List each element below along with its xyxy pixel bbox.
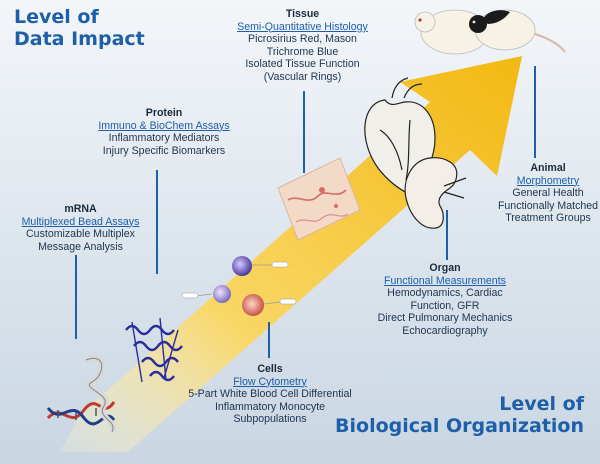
tissue-detail-line: Trichrome Blue bbox=[266, 45, 339, 58]
protein-connector-line bbox=[156, 170, 158, 274]
mrna-connector-line bbox=[75, 255, 77, 339]
data-impact-heading-line1: Level of bbox=[14, 6, 99, 28]
protein-link[interactable]: Immuno & BioChem Assays bbox=[98, 119, 230, 132]
cells-detail-line: 5-Part White Blood Cell Differential bbox=[188, 388, 352, 401]
cells-label-block: Cells Flow Cytometry 5-Part White Blood … bbox=[170, 363, 370, 426]
protein-label-block: Protein Immuno & BioChem Assays Inflamma… bbox=[78, 107, 250, 157]
animal-detail-line: General Health bbox=[512, 187, 584, 200]
cells-title: Cells bbox=[257, 363, 283, 375]
protein-detail-line: Injury Specific Biomarkers bbox=[102, 144, 226, 157]
animal-title: Animal bbox=[530, 162, 566, 174]
tissue-detail-line: Picrosirius Red, Mason bbox=[248, 33, 357, 46]
tissue-label-block: Tissue Semi-Quantitative Histology Picro… bbox=[215, 8, 390, 84]
cells-link[interactable]: Flow Cytometry bbox=[233, 375, 307, 388]
bio-org-heading-line2: Biological Organization bbox=[335, 415, 584, 438]
biological-organization-heading: Level of Biological Organization bbox=[335, 393, 584, 438]
organ-link[interactable]: Functional Measurements bbox=[384, 274, 506, 287]
mrna-label-block: mRNA Multiplexed Bead Assays Customizabl… bbox=[8, 203, 153, 253]
ribbon-helix-illustration bbox=[84, 355, 116, 434]
mrna-title: mRNA bbox=[64, 203, 97, 215]
cells-connector-line bbox=[268, 322, 270, 358]
kidney-illustration bbox=[404, 157, 467, 229]
mrna-detail-line: Customizable Multiplex bbox=[26, 228, 135, 241]
animal-connector-line bbox=[534, 66, 536, 158]
protein-structure-illustration bbox=[125, 317, 183, 383]
protein-title: Protein bbox=[145, 107, 183, 119]
organ-title: Organ bbox=[429, 262, 461, 274]
protein-detail-line: Inflammatory Mediators bbox=[108, 132, 220, 145]
tissue-link[interactable]: Semi-Quantitative Histology bbox=[237, 20, 368, 33]
data-impact-heading: Level of Data Impact bbox=[14, 6, 145, 51]
animal-detail-line: Treatment Groups bbox=[505, 212, 591, 225]
animal-detail-line: Functionally Matched bbox=[497, 199, 599, 212]
bio-org-heading-line1: Level of bbox=[499, 393, 584, 415]
animal-label-block: Animal Morphometry General Health Functi… bbox=[492, 162, 600, 225]
mrna-link[interactable]: Multiplexed Bead Assays bbox=[21, 215, 140, 228]
mrna-detail-line: Message Analysis bbox=[38, 240, 123, 253]
data-impact-heading-line2: Data Impact bbox=[14, 28, 145, 51]
tissue-detail-line: Isolated Tissue Function bbox=[245, 58, 360, 71]
organ-connector-line bbox=[446, 210, 448, 260]
organ-detail-line: Function, GFR bbox=[410, 299, 480, 312]
cells-detail-line: Subpopulations bbox=[233, 413, 307, 426]
organ-label-block: Organ Functional Measurements Hemodynami… bbox=[360, 262, 530, 338]
organ-detail-line: Echocardiography bbox=[402, 324, 488, 337]
organ-detail-line: Direct Pulmonary Mechanics bbox=[377, 312, 513, 325]
tissue-detail-line: (Vascular Rings) bbox=[263, 70, 342, 83]
cells-detail-line: Inflammatory Monocyte bbox=[214, 400, 326, 413]
histology-slide-illustration bbox=[277, 157, 361, 241]
blood-cells-illustration bbox=[181, 256, 297, 316]
tissue-connector-line bbox=[303, 91, 305, 173]
rat-illustration bbox=[414, 9, 566, 55]
animal-link[interactable]: Morphometry bbox=[516, 174, 580, 187]
tissue-title: Tissue bbox=[285, 8, 320, 20]
organ-detail-line: Hemodynamics, Cardiac bbox=[387, 287, 503, 300]
